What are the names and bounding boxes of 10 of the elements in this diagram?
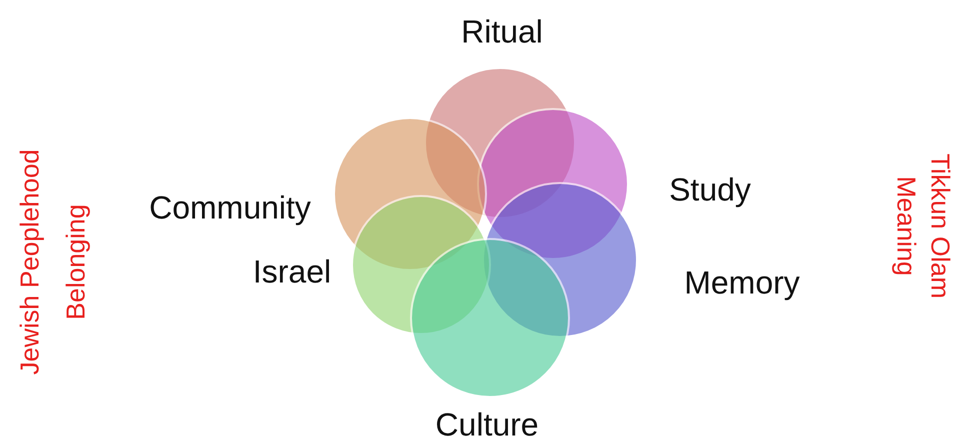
circle-label: Ritual: [461, 14, 543, 50]
circle-label: Culture: [435, 406, 539, 442]
circle-label: Memory: [684, 264, 800, 302]
value-label: Belonging: [60, 204, 92, 320]
value-label: Jewish Peoplehood: [14, 149, 46, 375]
value-label: Meaning: [890, 176, 922, 276]
value-label: Tikkun Olam: [924, 154, 956, 298]
circle-label: Study: [669, 172, 751, 208]
circle-label: Israel: [252, 254, 332, 290]
circle-label: Community: [149, 190, 311, 226]
